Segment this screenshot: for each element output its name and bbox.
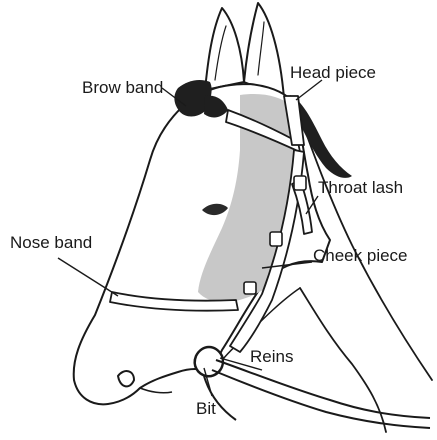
left-ear <box>205 8 244 90</box>
label-bit: Bit <box>196 399 216 418</box>
throat-lash-buckle <box>294 176 306 190</box>
label-head-piece: Head piece <box>290 63 376 82</box>
cheek-piece-lower-buckle <box>244 282 256 294</box>
mouth-line <box>140 388 172 393</box>
label-brow-band: Brow band <box>82 78 163 97</box>
reins-lower <box>212 370 430 428</box>
label-nose-band: Nose band <box>10 233 92 252</box>
label-throat-lash: Throat lash <box>318 178 403 197</box>
label-reins: Reins <box>250 347 293 366</box>
leader-head-piece <box>296 80 322 100</box>
reins-upper <box>216 360 430 418</box>
label-cheek-piece: Cheek piece <box>313 246 408 265</box>
cheek-piece-buckle <box>270 232 282 246</box>
